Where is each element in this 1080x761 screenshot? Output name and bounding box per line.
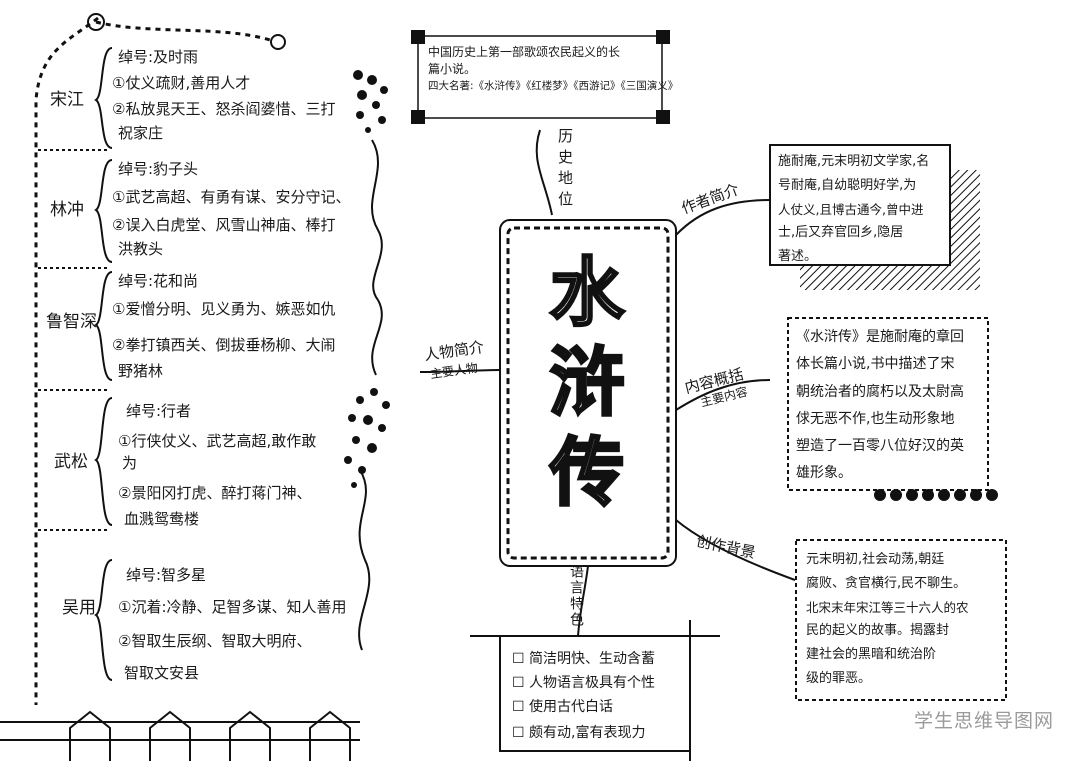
character-name: 林冲: [50, 200, 84, 220]
character-line: 洪教头: [118, 240, 164, 258]
character-name: 宋江: [50, 90, 84, 110]
history-line: 篇小说。: [428, 62, 477, 77]
background-line: 建社会的黑暗和统治阶: [806, 647, 937, 663]
title-char: 水: [549, 250, 626, 336]
dots-decoration: [344, 70, 390, 488]
title-char: 传: [549, 430, 626, 516]
character-name: 武松: [54, 452, 88, 472]
character-line: ②私放晁天王、怒杀阎婆惜、三打: [112, 100, 336, 118]
watermark: 学生思维导图网: [913, 710, 1054, 732]
language-item: ☐ 颇有动,富有表现力: [512, 725, 646, 741]
content-line: 朝统治者的腐朽以及太尉高: [796, 383, 964, 400]
content-line: 体长篇小说,书中描述了宋: [796, 356, 955, 373]
author-line: 施耐庵,元末明初文学家,名: [778, 154, 930, 169]
character-name: 鲁智深: [46, 312, 97, 332]
background-line: 级的罪恶。: [806, 671, 872, 687]
character-line: ②智取生辰纲、智取大明府、: [118, 632, 312, 650]
character-line: 野猪林: [118, 362, 164, 380]
fence-decoration: [0, 710, 360, 761]
branch-history-label: 历史地位: [556, 128, 574, 212]
character-line: ①仗义疏财,善用人才: [112, 74, 251, 92]
top-dashed-curve: [95, 20, 271, 42]
author-line: 著述。: [778, 249, 818, 265]
character-line: 绰号:豹子头: [118, 160, 199, 178]
title-char: 浒: [549, 340, 626, 426]
character-line: 绰号:及时雨: [118, 48, 199, 66]
character-line: 绰号:智多星: [126, 566, 207, 584]
character-line: 祝家庄: [118, 124, 164, 142]
language-item: ☐ 人物语言极具有个性: [512, 675, 656, 691]
branch-language-label: 语言特色: [568, 564, 584, 628]
flower-icon: [87, 13, 105, 31]
character-name: 吴用: [62, 598, 96, 618]
content-box: 《水浒传》是施耐庵的章回 体长篇小说,书中描述了宋 朝统治者的腐朽以及太尉高 俅…: [796, 324, 986, 488]
character-line: ①沉着:冷静、足智多谋、知人善用: [118, 598, 347, 616]
content-line: 俅无恶不作,也生动形象地: [796, 410, 955, 427]
background-line: 腐败、贪官横行,民不聊生。: [806, 576, 967, 592]
character-line: 为: [122, 454, 138, 472]
background-box: 元末明初,社会动荡,朝廷 腐败、贪官横行,民不聊生。 北宋末年宋江等三十六人的农…: [806, 548, 1002, 691]
character-line: ②景阳冈打虎、醉打蒋门神、: [118, 484, 312, 502]
character-line: 绰号:花和尚: [118, 272, 199, 290]
background-line: 民的起义的故事。揭露封: [806, 623, 950, 639]
character-line: 智取文安县: [124, 664, 200, 682]
history-line: 中国历史上第一部歌颂农民起义的长: [428, 45, 621, 59]
character-line: ①武艺高超、有勇有谋、安分守记、: [112, 188, 351, 206]
character-line: ②拳打镇西关、倒拔垂杨柳、大闹: [112, 336, 336, 354]
character-line: ②误入白虎堂、风雪山神庙、棒打: [112, 216, 336, 234]
character-line: 血溅鸳鸯楼: [124, 510, 200, 528]
scallop-decoration: [874, 489, 998, 501]
character-line: ①行侠仗义、武艺高超,敢作敢: [118, 432, 317, 450]
author-line: 士,后又弃官回乡,隐居: [778, 225, 904, 241]
character-line: 绰号:行者: [126, 402, 192, 420]
author-box: 施耐庵,元末明初文学家,名 号耐庵,自幼聪明好学,为 人仗义,且博古通今,曾中进…: [778, 150, 948, 269]
author-line: 人仗义,且博古通今,曾中进: [778, 202, 924, 218]
language-item: ☐ 简洁明快、生动含蓄: [512, 651, 656, 667]
language-item: ☐ 使用古代白话: [512, 699, 614, 715]
background-line: 元末明初,社会动荡,朝廷: [806, 552, 945, 567]
character-line: ①爱憎分明、见义勇为、嫉恶如仇: [112, 300, 336, 318]
content-line: 雄形象。: [796, 465, 852, 482]
history-line: 四大名著:《水浒传》《红楼梦》《西游记》《三国演义》: [428, 79, 679, 92]
author-line: 号耐庵,自幼聪明好学,为: [778, 178, 917, 194]
history-box: 中国历史上第一部歌颂农民起义的长 篇小说。 四大名著:《水浒传》《红楼梦》《西游…: [428, 44, 679, 94]
content-line: 《水浒传》是施耐庵的章回: [796, 329, 964, 345]
background-line: 北宋末年宋江等三十六人的农: [806, 600, 969, 616]
content-line: 塑造了一百零八位好汉的英: [796, 438, 964, 455]
